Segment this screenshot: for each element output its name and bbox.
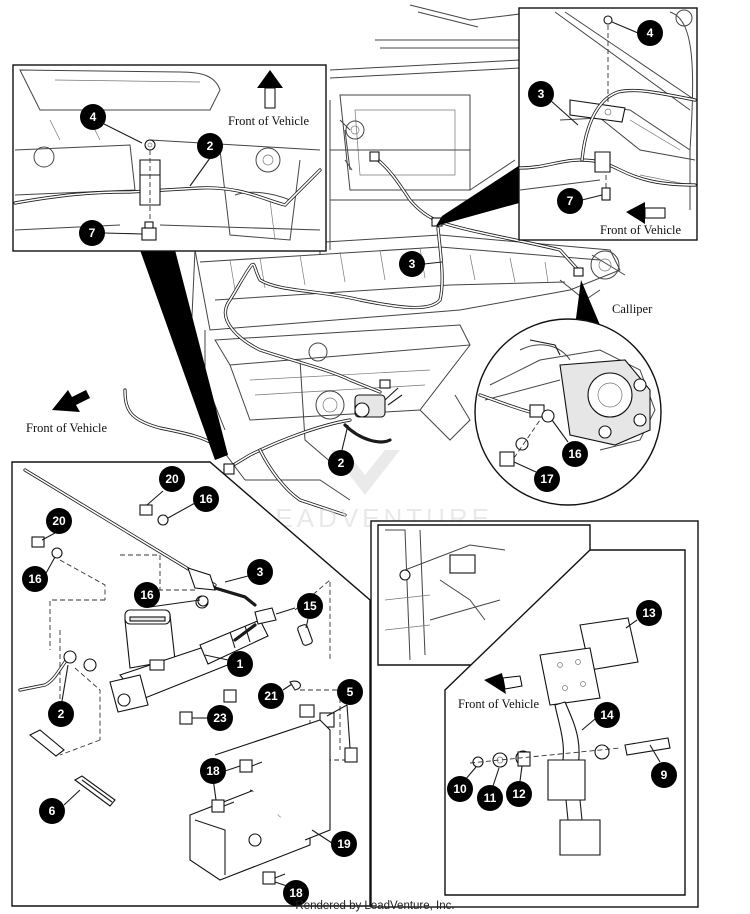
svg-text:1: 1 bbox=[237, 657, 244, 671]
callout-19: 19 bbox=[331, 831, 357, 857]
svg-text:7: 7 bbox=[567, 194, 574, 208]
svg-text:2: 2 bbox=[58, 707, 65, 721]
callout-17: 17 bbox=[534, 466, 560, 492]
callout-18: 18 bbox=[200, 758, 226, 784]
svg-text:6: 6 bbox=[49, 804, 56, 818]
svg-text:16: 16 bbox=[199, 492, 213, 506]
svg-text:10: 10 bbox=[453, 782, 467, 796]
svg-text:14: 14 bbox=[600, 708, 614, 722]
svg-text:11: 11 bbox=[484, 791, 497, 805]
callout-13: 13 bbox=[636, 600, 662, 626]
svg-text:13: 13 bbox=[642, 606, 656, 620]
callout-20: 20 bbox=[159, 466, 185, 492]
callout-1: 1 bbox=[227, 651, 253, 677]
svg-text:18: 18 bbox=[289, 886, 303, 900]
callout-2: 2 bbox=[328, 450, 354, 476]
svg-text:3: 3 bbox=[409, 257, 416, 271]
detail-panel-top-left: Front of Vehicle bbox=[12, 64, 327, 252]
svg-text:16: 16 bbox=[140, 588, 154, 602]
svg-text:17: 17 bbox=[540, 472, 554, 486]
svg-text:18: 18 bbox=[206, 764, 220, 778]
callout-16: 16 bbox=[22, 566, 48, 592]
svg-text:20: 20 bbox=[52, 514, 66, 528]
svg-text:20: 20 bbox=[165, 472, 179, 486]
callout-6: 6 bbox=[39, 798, 65, 824]
svg-text:4: 4 bbox=[90, 110, 97, 124]
zoom-wedge-calliper bbox=[575, 280, 600, 326]
front-of-vehicle-label-top: Front of Vehicle bbox=[228, 114, 309, 128]
detail-panel-pedal: Front of Vehicle bbox=[370, 520, 699, 908]
callout-12: 12 bbox=[506, 781, 532, 807]
detail-calliper: Calliper bbox=[474, 302, 662, 506]
callout-16: 16 bbox=[134, 582, 160, 608]
callout-3: 3 bbox=[399, 251, 425, 277]
detail-panel-top-right: Front of Vehicle bbox=[518, 7, 698, 241]
callout-5: 5 bbox=[337, 679, 363, 705]
svg-text:9: 9 bbox=[661, 768, 668, 782]
callout-16: 16 bbox=[193, 486, 219, 512]
callout-15: 15 bbox=[297, 593, 323, 619]
svg-text:19: 19 bbox=[337, 837, 351, 851]
callouts: 4 2 7 4 3 7 3 2 16 17 20 16 20 16 3 16 bbox=[22, 20, 677, 906]
svg-text:23: 23 bbox=[213, 711, 227, 725]
svg-text:3: 3 bbox=[538, 87, 545, 101]
callout-11: 11 bbox=[477, 785, 503, 811]
detail-panel-master-cylinder bbox=[11, 461, 371, 907]
chassis-frame bbox=[189, 4, 626, 501]
svg-text:16: 16 bbox=[568, 447, 582, 461]
svg-text:4: 4 bbox=[647, 26, 654, 40]
svg-text:5: 5 bbox=[347, 685, 354, 699]
callout-3: 3 bbox=[247, 559, 273, 585]
main-brake-lines bbox=[123, 151, 584, 517]
front-of-vehicle-label-left: Front of Vehicle bbox=[26, 421, 107, 435]
callout-10: 10 bbox=[447, 776, 473, 802]
footer-credit: Rendered by LeadVenture, Inc. bbox=[295, 900, 454, 912]
callout-9: 9 bbox=[651, 762, 677, 788]
svg-text:3: 3 bbox=[257, 565, 264, 579]
callout-14: 14 bbox=[594, 702, 620, 728]
svg-text:2: 2 bbox=[338, 456, 345, 470]
callout-7: 7 bbox=[79, 220, 105, 246]
callout-16: 16 bbox=[562, 441, 588, 467]
front-arrow-left: Front of Vehicle bbox=[26, 390, 107, 435]
svg-text:15: 15 bbox=[303, 599, 317, 613]
front-of-vehicle-label-pedal: Front of Vehicle bbox=[458, 697, 539, 711]
svg-text:16: 16 bbox=[28, 572, 42, 586]
callout-4: 4 bbox=[637, 20, 663, 46]
callout-18: 18 bbox=[283, 880, 309, 906]
callout-7: 7 bbox=[557, 188, 583, 214]
svg-text:21: 21 bbox=[264, 689, 278, 703]
zoom-wedge-top-right bbox=[436, 165, 530, 226]
callout-3: 3 bbox=[528, 81, 554, 107]
callout-2: 2 bbox=[48, 701, 74, 727]
svg-text:12: 12 bbox=[512, 787, 526, 801]
callout-20: 20 bbox=[46, 508, 72, 534]
svg-text:7: 7 bbox=[89, 226, 96, 240]
callout-23: 23 bbox=[207, 705, 233, 731]
callout-21: 21 bbox=[258, 683, 284, 709]
svg-text:2: 2 bbox=[207, 139, 214, 153]
calliper-label: Calliper bbox=[612, 302, 653, 316]
callout-2: 2 bbox=[197, 133, 223, 159]
zoom-wedge-left bbox=[140, 250, 228, 460]
callout-4: 4 bbox=[80, 104, 106, 130]
front-of-vehicle-label-right: Front of Vehicle bbox=[600, 223, 681, 237]
